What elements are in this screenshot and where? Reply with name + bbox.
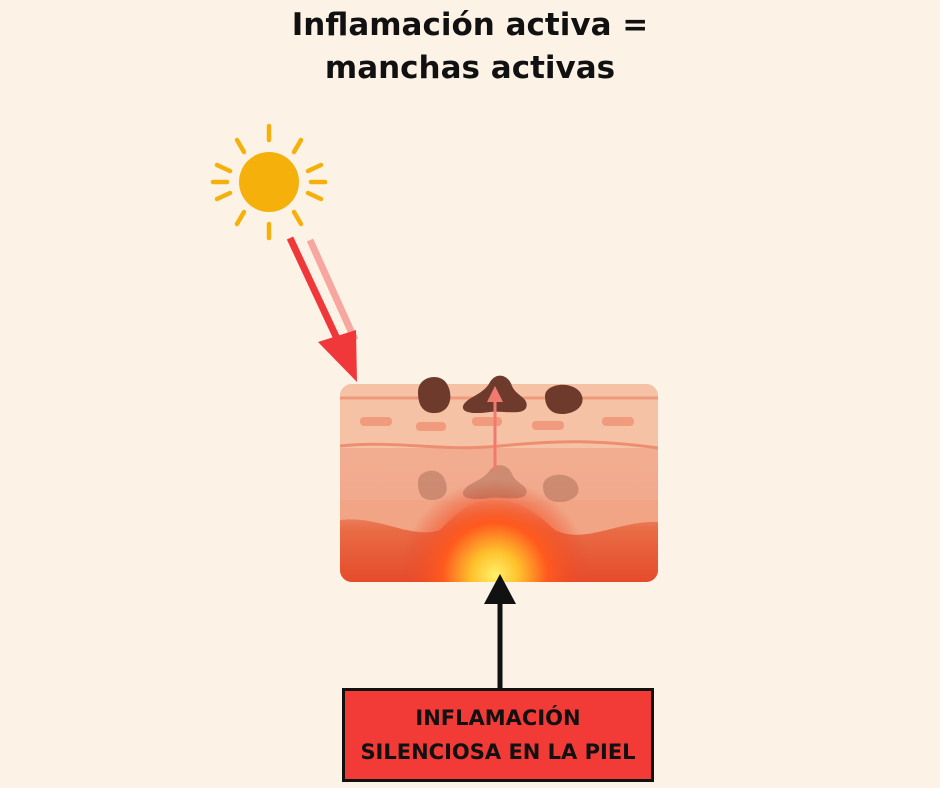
up-arrow <box>484 574 516 688</box>
diagram-title: Inflamación activa = manchas activas <box>0 4 940 90</box>
title-line-1: Inflamación activa = <box>291 7 649 43</box>
dark-spots-deep <box>418 465 579 502</box>
uv-ray-arrow <box>286 236 359 382</box>
label-line-1: INFLAMACIÓN <box>415 706 581 730</box>
label-line-2: SILENCIOSA EN LA PIEL <box>360 740 636 764</box>
dark-spots-surface <box>418 375 583 414</box>
skin-cross-section <box>340 384 658 582</box>
migration-arrow <box>487 386 503 470</box>
title-line-2: manchas activas <box>324 50 616 86</box>
inflammation-label: INFLAMACIÓN SILENCIOSA EN LA PIEL <box>342 688 654 782</box>
sun-icon <box>210 123 328 241</box>
